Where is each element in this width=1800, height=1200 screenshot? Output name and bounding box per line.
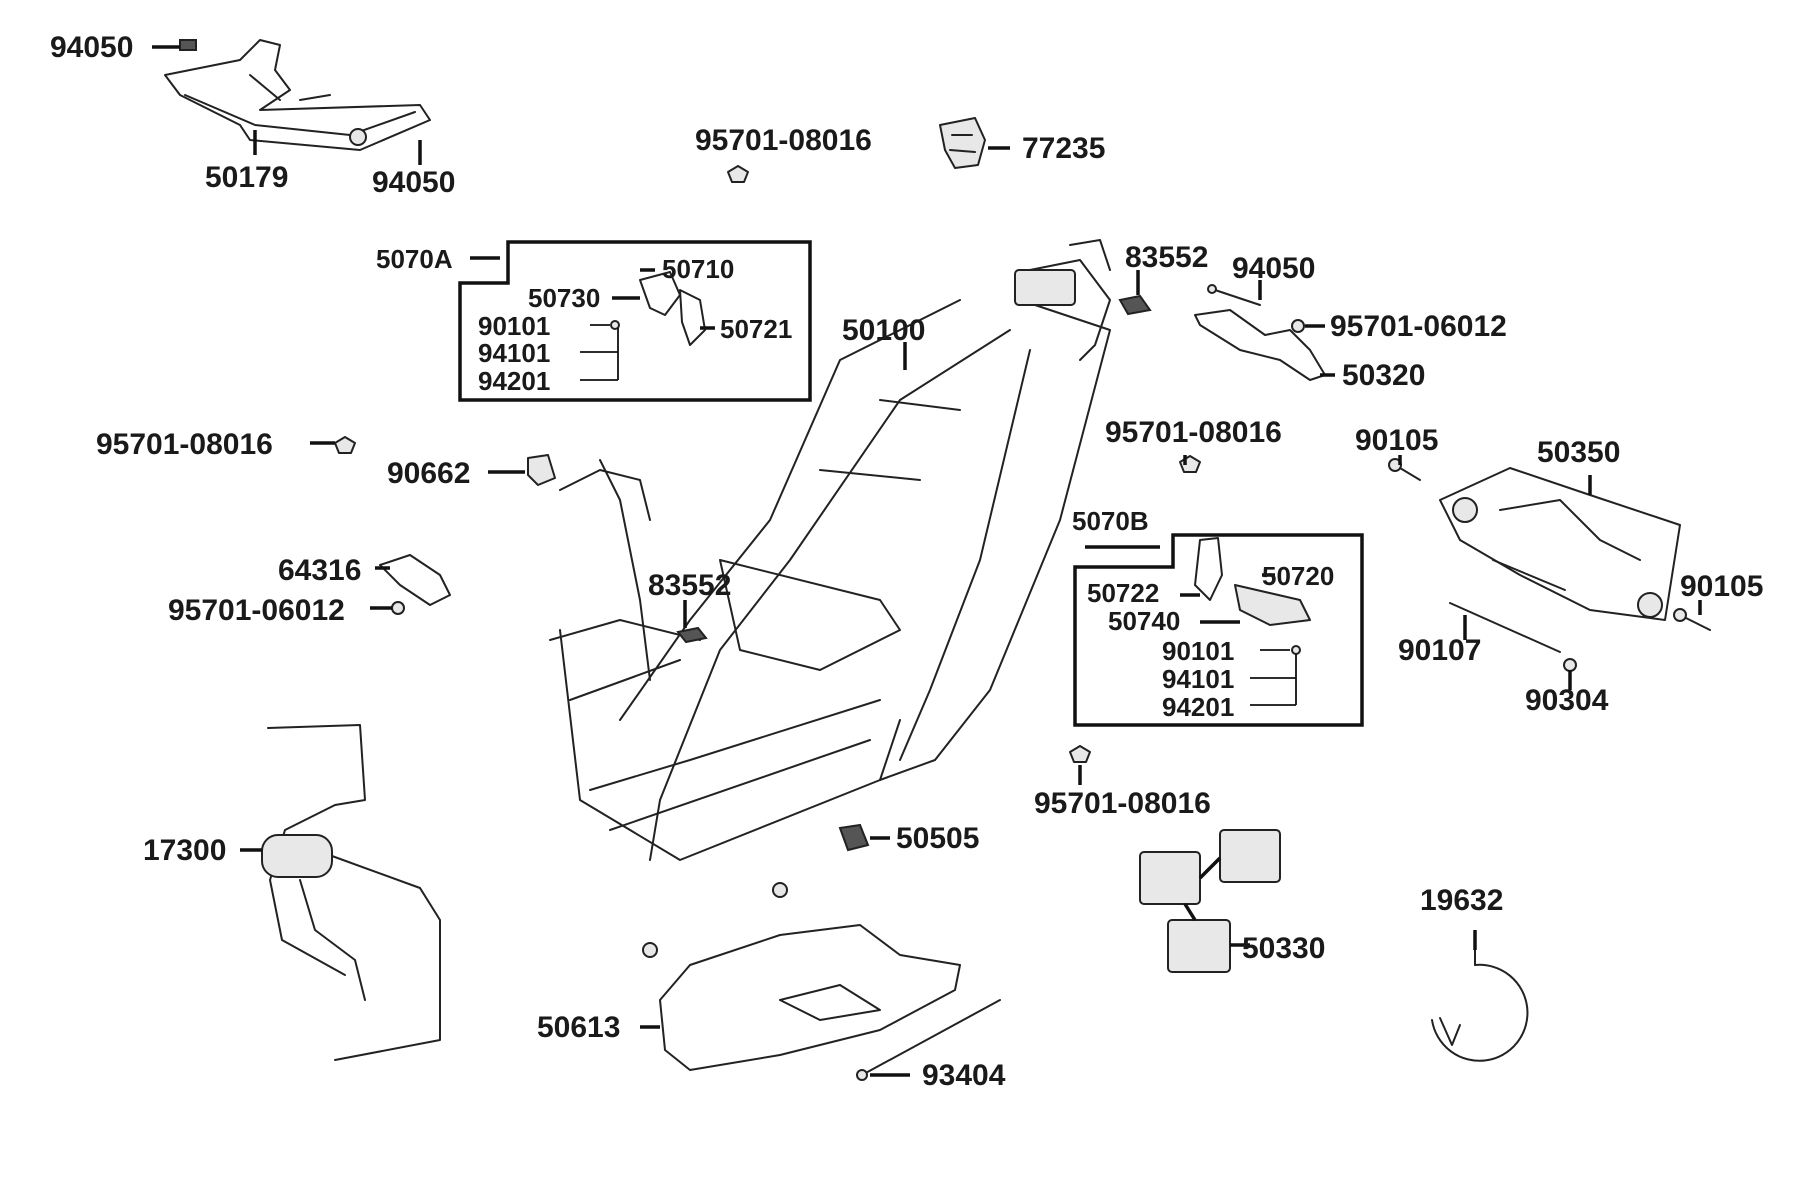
label-77235: 77235 [1022,132,1105,165]
rod-93404-drawing [856,999,1001,1081]
label-90304: 90304 [1525,684,1609,717]
label-5070a: 5070A [376,244,453,274]
label-50179: 50179 [205,161,288,194]
canister-17300-drawing [261,724,441,1061]
label-95701-06012-a: 95701-06012 [1330,310,1507,343]
bolt-95701-06012-b-drawing [391,601,405,615]
bolt-95701-08016-c-drawing [1179,455,1201,473]
label-19632: 19632 [1420,884,1503,917]
label-95701-06012-b: 95701-06012 [168,594,345,627]
label-93404: 93404 [922,1059,1006,1092]
label-95701-08016-d: 95701-08016 [1034,787,1211,820]
bolt-94050-c-drawing [1207,284,1261,306]
label-95701-08016-c: 95701-08016 [96,428,273,461]
label-64316: 64316 [278,554,361,587]
pads-50330-drawing [1139,829,1281,973]
group-5070b [1073,533,1364,727]
engine-hanger-50350-drawing [1439,467,1681,621]
under-cover-50613-drawing [642,882,961,1071]
bolt-95701-a-drawing [727,165,749,183]
clip-50505-drawing [838,823,870,852]
main-frame-50100-drawing [549,239,1111,861]
label-50505: 50505 [896,822,979,855]
label-50721: 50721 [720,314,792,344]
nut-94050-b-drawing [349,128,367,146]
label-83552-b: 83552 [648,569,731,602]
clamp-19632-drawing [1431,949,1529,1062]
label-50710: 50710 [662,254,734,284]
label-90105-b: 90105 [1680,570,1763,603]
bracket-50320-drawing [1194,309,1326,381]
label-50100: 50100 [842,314,925,347]
bolt-90304-drawing [1492,559,1577,672]
label-50722: 50722 [1087,578,1159,608]
bracket-64316-drawing [379,554,451,606]
label-94050-top: 94050 [50,31,133,64]
label-50330: 50330 [1242,932,1325,965]
label-90105-a: 90105 [1355,424,1438,457]
label-94201-a: 94201 [478,366,550,396]
label-50613: 50613 [537,1011,620,1044]
label-90662: 90662 [387,457,470,490]
label-50320: 50320 [1342,359,1425,392]
leader-lines [152,45,1702,1077]
bolt-90107-drawing [1449,602,1561,653]
label-83552-a: 83552 [1125,241,1208,274]
label-95701-08016-a: 95701-08016 [695,124,872,157]
label-90107: 90107 [1398,634,1481,667]
label-50740: 50740 [1108,606,1180,636]
label-90101-a: 90101 [478,311,550,341]
bolt-94050-top-drawing [179,39,197,51]
label-90101-b: 90101 [1162,636,1234,666]
label-94050-c: 94050 [1232,252,1315,285]
bolt-90105-a-drawing [1388,458,1421,481]
label-94050-b: 94050 [372,166,455,199]
rubber-83552-b-drawing [676,626,708,644]
rubber-83552-a-drawing [1118,294,1152,316]
label-94101-b: 94101 [1162,664,1234,694]
group-5070a [458,240,812,402]
label-50350: 50350 [1537,436,1620,469]
label-17300: 17300 [143,834,226,867]
label-5070b: 5070B [1072,506,1149,536]
bracket-50179-drawing [164,39,431,151]
bolt-95701-08016-d-drawing [1069,745,1091,763]
bolt-95701-08016-b-drawing [334,436,356,454]
bolt-95701-06012-a-drawing [1291,319,1305,333]
clip-90662-drawing [527,454,556,486]
latch-77235-drawing [939,117,986,169]
bolt-90105-b-drawing [1673,608,1711,631]
label-95701-08016-b: 95701-08016 [1105,416,1282,449]
label-50730: 50730 [528,283,600,313]
label-94201-b: 94201 [1162,692,1234,722]
label-94101-a: 94101 [478,338,550,368]
label-50720: 50720 [1262,561,1334,591]
